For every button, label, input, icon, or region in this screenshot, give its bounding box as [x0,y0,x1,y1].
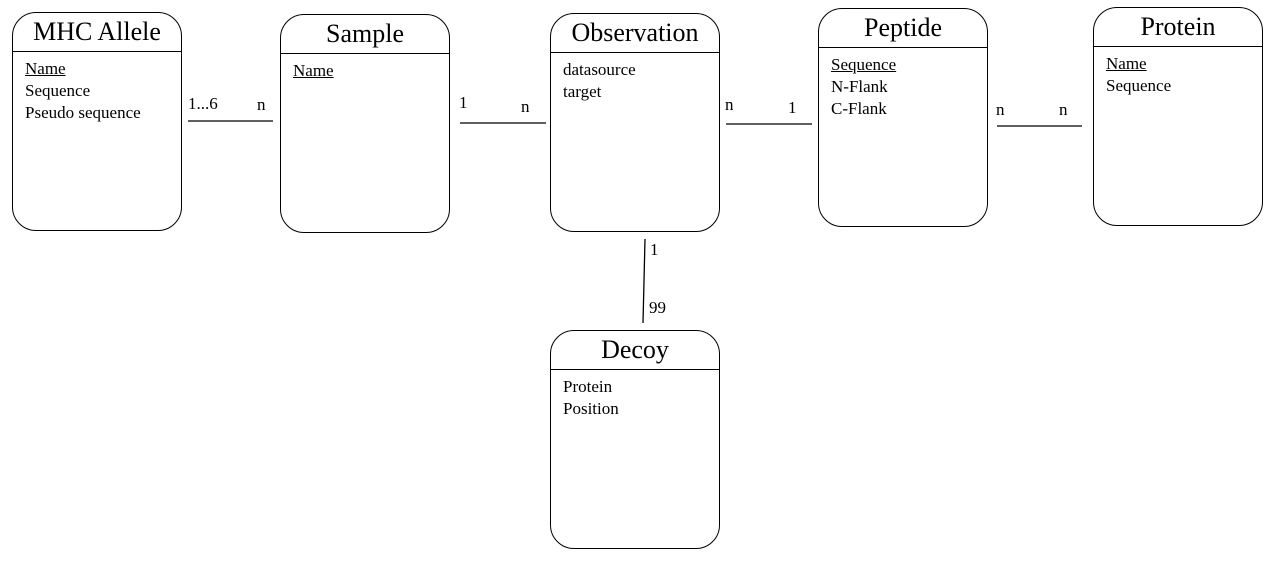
entity-decoy[interactable]: Decoy Protein Position [550,330,720,549]
attribute: Sequence [1106,76,1172,95]
link-observation-decoy [642,238,646,324]
entity-protein[interactable]: Protein Name Sequence [1093,7,1263,226]
cardinality-label: n [996,100,1005,119]
cardinality-label: 1...6 [188,94,218,113]
entity-peptide[interactable]: Peptide Sequence N-Flank C-Flank [818,8,988,227]
attribute: Pseudo sequence [25,103,141,122]
entity-mhc-allele[interactable]: MHC Allele Name Sequence Pseudo sequence [12,12,182,231]
attribute-list: datasource target [551,53,719,103]
attribute: N-Flank [831,77,888,96]
entity-title: Protein [1140,12,1216,41]
cardinality-label: n [725,95,734,114]
attribute: C-Flank [831,99,887,118]
entity-title: Decoy [601,335,669,364]
cardinality-label: 99 [649,298,666,317]
attribute: target [563,82,602,101]
attribute-key: Name [25,59,66,78]
cardinality-label: 1 [650,240,659,259]
attribute: Position [563,399,619,418]
cardinality-label: n [1059,100,1068,119]
attribute-key: Name [293,61,334,80]
cardinality-label: n [521,97,530,116]
attribute: datasource [563,60,636,79]
attribute-key: Sequence [831,55,897,74]
attribute-list: Protein Position [551,370,719,420]
attribute-list: Name Sequence [1094,47,1262,97]
entity-title: MHC Allele [33,17,161,46]
cardinality-label: n [257,95,266,114]
attribute: Protein [563,377,613,396]
attribute-list: Name Sequence Pseudo sequence [13,52,181,124]
attribute: Sequence [25,81,91,100]
entity-title: Observation [571,18,699,47]
attribute-list: Name [281,54,449,82]
attribute-key: Name [1106,54,1147,73]
entity-title: Sample [326,19,404,48]
cardinality-label: 1 [788,98,797,117]
attribute-list: Sequence N-Flank C-Flank [819,48,987,120]
entity-title: Peptide [864,13,942,42]
entity-sample[interactable]: Sample Name [280,14,450,233]
entity-observation[interactable]: Observation datasource target [550,13,720,232]
cardinality-label: 1 [459,93,468,112]
